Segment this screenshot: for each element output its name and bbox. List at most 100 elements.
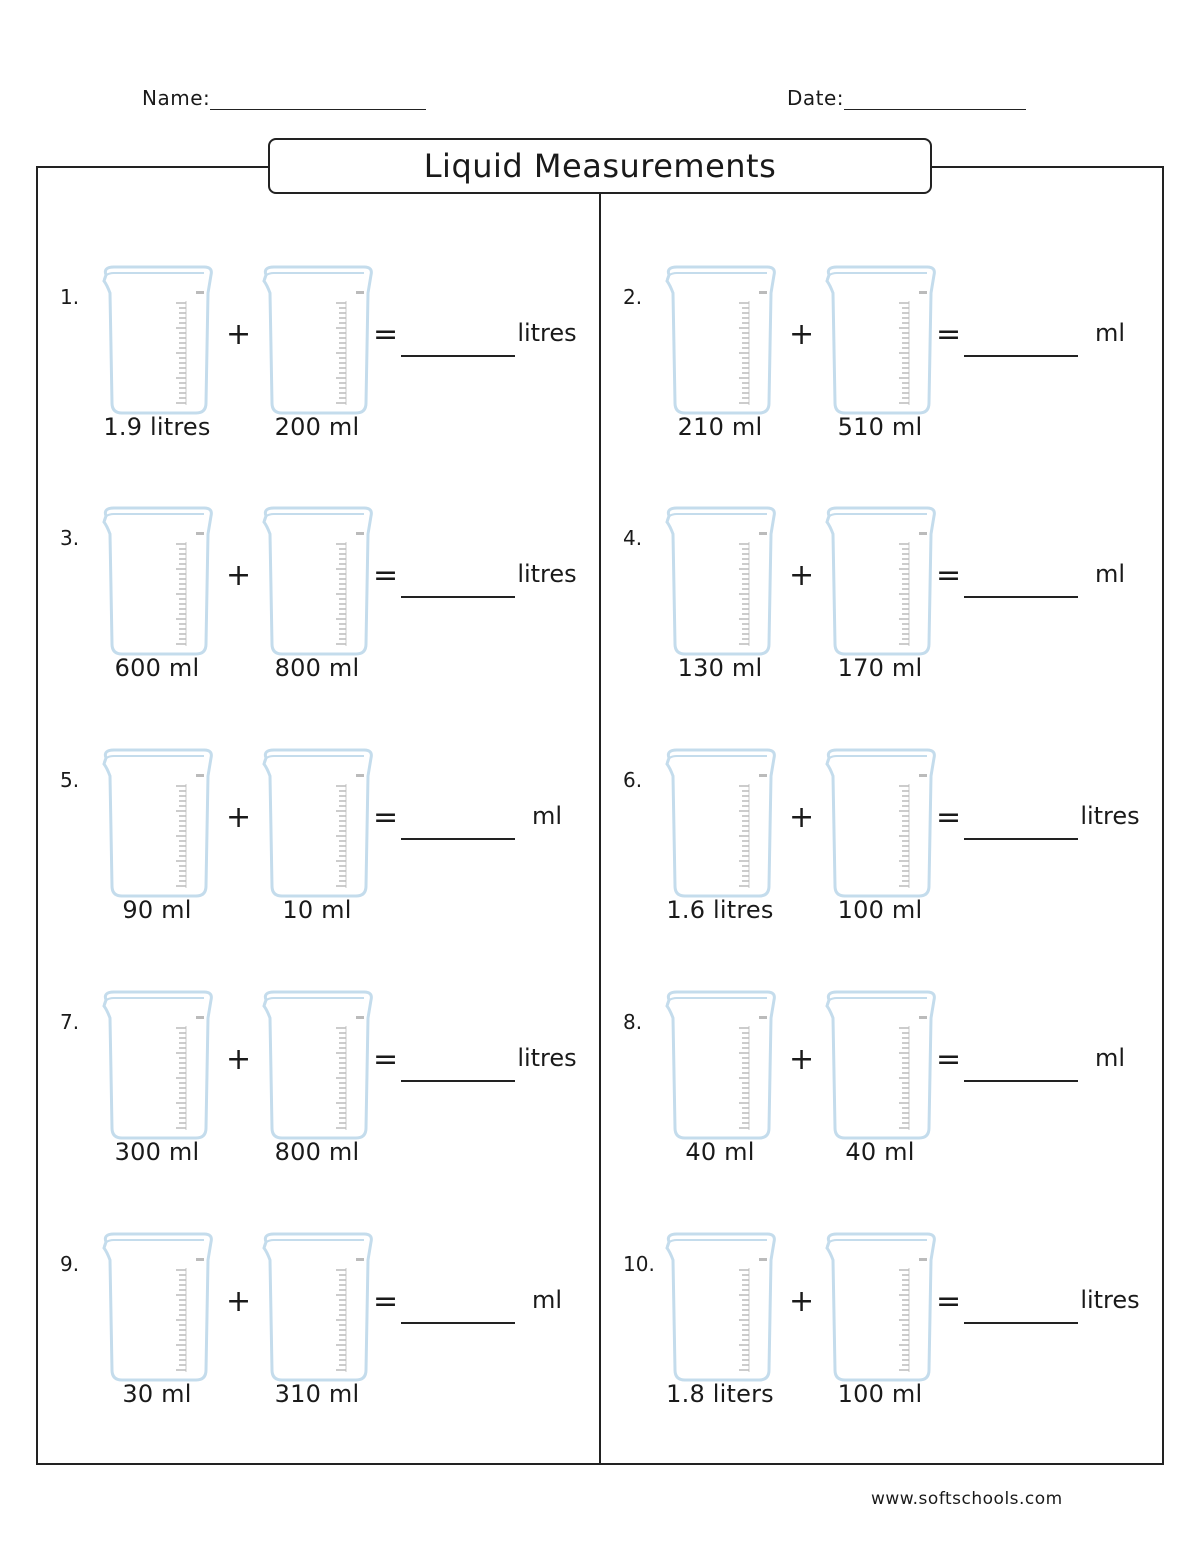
problem-number: 4. bbox=[623, 526, 643, 550]
answer-unit: ml bbox=[1094, 560, 1126, 588]
date-field[interactable]: Date: bbox=[787, 86, 1027, 110]
answer-unit: ml bbox=[1094, 319, 1126, 347]
answer-blank[interactable] bbox=[401, 1322, 515, 1324]
answer-unit: litres bbox=[517, 319, 577, 347]
beaker-icon bbox=[825, 265, 936, 415]
answer-unit: litres bbox=[1080, 802, 1140, 830]
beaker-icon bbox=[262, 748, 373, 898]
answer-blank[interactable] bbox=[964, 1080, 1078, 1082]
first-amount: 600 ml bbox=[114, 654, 200, 682]
equals-sign: = bbox=[936, 317, 962, 352]
problem: 6. + = litres 1.6 litres 100 ml bbox=[623, 748, 1183, 968]
first-amount: 210 ml bbox=[677, 413, 763, 441]
equals-sign: = bbox=[373, 1042, 399, 1077]
second-amount: 800 ml bbox=[274, 654, 360, 682]
beaker-icon bbox=[825, 990, 936, 1140]
equals-sign: = bbox=[373, 558, 399, 593]
equals-sign: = bbox=[936, 800, 962, 835]
beaker-icon bbox=[102, 748, 213, 898]
problem-number: 8. bbox=[623, 1010, 643, 1034]
answer-blank[interactable] bbox=[401, 838, 515, 840]
first-amount: 40 ml bbox=[685, 1138, 755, 1166]
name-blank[interactable] bbox=[210, 91, 427, 110]
first-amount: 300 ml bbox=[114, 1138, 200, 1166]
second-amount: 100 ml bbox=[837, 896, 923, 924]
first-amount: 30 ml bbox=[122, 1380, 192, 1408]
answer-blank[interactable] bbox=[964, 1322, 1078, 1324]
plus-sign: + bbox=[789, 1284, 815, 1319]
first-amount: 1.9 litres bbox=[103, 413, 211, 441]
beaker-icon bbox=[825, 1232, 936, 1382]
answer-unit: litres bbox=[1080, 1286, 1140, 1314]
first-amount: 90 ml bbox=[122, 896, 192, 924]
problem: 7. + = litres 300 ml 800 ml bbox=[60, 990, 620, 1210]
name-label: Name: bbox=[142, 86, 211, 110]
problem-number: 3. bbox=[60, 526, 80, 550]
beaker-icon bbox=[665, 265, 776, 415]
plus-sign: + bbox=[226, 1042, 252, 1077]
plus-sign: + bbox=[226, 800, 252, 835]
first-amount: 1.8 liters bbox=[666, 1380, 774, 1408]
beaker-icon bbox=[262, 1232, 373, 1382]
second-amount: 100 ml bbox=[837, 1380, 923, 1408]
beaker-icon bbox=[825, 506, 936, 656]
beaker-icon bbox=[665, 990, 776, 1140]
first-amount: 130 ml bbox=[677, 654, 763, 682]
page-title: Liquid Measurements bbox=[423, 147, 777, 185]
equals-sign: = bbox=[373, 317, 399, 352]
problem-number: 2. bbox=[623, 285, 643, 309]
beaker-icon bbox=[102, 1232, 213, 1382]
answer-unit: litres bbox=[517, 1044, 577, 1072]
problem-number: 1. bbox=[60, 285, 80, 309]
equals-sign: = bbox=[936, 1042, 962, 1077]
beaker-icon bbox=[262, 265, 373, 415]
date-label: Date: bbox=[787, 86, 845, 110]
name-field[interactable]: Name: bbox=[142, 86, 427, 110]
second-amount: 40 ml bbox=[845, 1138, 915, 1166]
answer-unit: ml bbox=[1094, 1044, 1126, 1072]
footer-url[interactable]: www.softschools.com bbox=[871, 1489, 1063, 1509]
beaker-icon bbox=[262, 506, 373, 656]
beaker-icon bbox=[665, 506, 776, 656]
problem: 9. + = ml 30 ml 310 ml bbox=[60, 1232, 620, 1452]
plus-sign: + bbox=[789, 1042, 815, 1077]
answer-blank[interactable] bbox=[964, 355, 1078, 357]
plus-sign: + bbox=[226, 317, 252, 352]
answer-blank[interactable] bbox=[964, 838, 1078, 840]
problem-number: 5. bbox=[60, 768, 80, 792]
problem-number: 6. bbox=[623, 768, 643, 792]
beaker-icon bbox=[665, 748, 776, 898]
answer-unit: litres bbox=[517, 560, 577, 588]
beaker-icon bbox=[102, 990, 213, 1140]
second-amount: 510 ml bbox=[837, 413, 923, 441]
beaker-icon bbox=[665, 1232, 776, 1382]
equals-sign: = bbox=[936, 558, 962, 593]
problem: 2. + = ml 210 ml 510 ml bbox=[623, 265, 1183, 485]
beaker-icon bbox=[262, 990, 373, 1140]
first-amount: 1.6 litres bbox=[666, 896, 774, 924]
second-amount: 800 ml bbox=[274, 1138, 360, 1166]
equals-sign: = bbox=[373, 800, 399, 835]
title-box: Liquid Measurements bbox=[268, 138, 932, 194]
beaker-icon bbox=[825, 748, 936, 898]
beaker-icon bbox=[102, 265, 213, 415]
answer-blank[interactable] bbox=[964, 596, 1078, 598]
second-amount: 310 ml bbox=[274, 1380, 360, 1408]
date-blank[interactable] bbox=[844, 91, 1027, 110]
answer-blank[interactable] bbox=[401, 1080, 515, 1082]
answer-blank[interactable] bbox=[401, 355, 515, 357]
problem: 4. + = ml 130 ml 170 ml bbox=[623, 506, 1183, 726]
answer-blank[interactable] bbox=[401, 596, 515, 598]
plus-sign: + bbox=[789, 317, 815, 352]
problem: 10. + = litres 1.8 liters 100 ml bbox=[623, 1232, 1183, 1452]
problem-number: 9. bbox=[60, 1252, 80, 1276]
answer-unit: ml bbox=[531, 1286, 563, 1314]
equals-sign: = bbox=[373, 1284, 399, 1319]
problem: 3. + = litres 600 ml 800 ml bbox=[60, 506, 620, 726]
plus-sign: + bbox=[226, 558, 252, 593]
plus-sign: + bbox=[789, 800, 815, 835]
second-amount: 200 ml bbox=[274, 413, 360, 441]
equals-sign: = bbox=[936, 1284, 962, 1319]
problem: 8. + = ml 40 ml 40 ml bbox=[623, 990, 1183, 1210]
problem-number: 10. bbox=[623, 1252, 655, 1276]
